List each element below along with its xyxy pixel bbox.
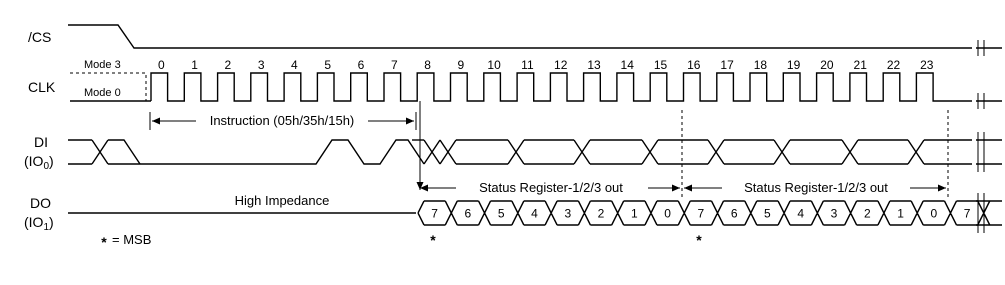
- cs-waveform: [68, 24, 972, 49]
- mode3-label: Mode 3: [84, 59, 121, 71]
- do-bit-label: 2: [598, 207, 605, 221]
- do-data-rails: [417, 200, 991, 226]
- msb-marker-1: *: [430, 232, 436, 248]
- clk-cycle-number: 20: [820, 58, 834, 72]
- clk-cycle-number: 21: [854, 58, 868, 72]
- do-bit-label: 5: [498, 207, 505, 221]
- break-marker: [977, 193, 985, 233]
- clk-cycle-number: 7: [391, 58, 398, 72]
- do-bit-label: 3: [831, 207, 838, 221]
- clk-cycle-number: 14: [621, 58, 635, 72]
- clk-mode3-level: [70, 72, 147, 101]
- instruction-label: Instruction (05h/35h/15h): [210, 113, 355, 128]
- clk-cycle-number: 2: [225, 58, 232, 72]
- status-out-label-1: Status Register-1/2/3 out: [479, 180, 623, 195]
- do-bit-label: 0: [664, 207, 671, 221]
- clk-waveform: [150, 72, 972, 102]
- do-bit-label: 3: [564, 207, 571, 221]
- do-bit-label: 6: [731, 207, 738, 221]
- di-dont-care-crossing: [841, 139, 859, 165]
- mode0-label: Mode 0: [84, 87, 121, 99]
- do-bit-label: 2: [864, 207, 871, 221]
- di-instruction-bits: [108, 139, 425, 165]
- di-dont-care-crossing: [641, 139, 659, 165]
- clk-cycle-number: 18: [754, 58, 768, 72]
- do-bit-label: 1: [631, 207, 638, 221]
- di-dont-care-crossing: [423, 139, 441, 165]
- clk-label: CLK: [28, 79, 56, 95]
- clk-pulse-train: [150, 72, 972, 102]
- clk-cycle-number: 8: [424, 58, 431, 72]
- do-bit-label: 4: [797, 207, 804, 221]
- clk-cycle-number: 15: [654, 58, 668, 72]
- do-label: DO: [30, 195, 51, 211]
- di-dont-care-crossing: [707, 139, 725, 165]
- do-bit-label: 1: [897, 207, 904, 221]
- status-out-span-2: Status Register-1/2/3 out: [684, 110, 949, 200]
- do-bit-label: 7: [698, 207, 705, 221]
- clk-cycle-number: 10: [487, 58, 501, 72]
- clk-cycle-number: 19: [787, 58, 801, 72]
- di-io-label: (IO0): [24, 153, 54, 172]
- di-dont-care-crossing: [439, 139, 457, 165]
- do-io-label: (IO1): [24, 214, 54, 233]
- di-waveform: [68, 139, 972, 165]
- high-impedance-label: High Impedance: [235, 193, 330, 208]
- status-out-label-2: Status Register-1/2/3 out: [744, 180, 888, 195]
- instruction-span: Instruction (05h/35h/15h): [149, 112, 417, 130]
- do-bit-label: 7: [431, 207, 438, 221]
- clk-cycle-number: 9: [457, 58, 464, 72]
- di-dont-care-crossing: [773, 139, 791, 165]
- clk-cycle-number: 4: [291, 58, 298, 72]
- clk-cycle-number: 12: [554, 58, 568, 72]
- break-marker: [977, 40, 985, 56]
- clk-cycle-number: 1: [191, 58, 198, 72]
- msb-legend-star: *: [101, 234, 107, 250]
- msb-marker-2: *: [696, 232, 702, 248]
- do-bit-label: 7: [964, 207, 971, 221]
- clk-cycle-number: 0: [158, 58, 165, 72]
- clk-cycle-number: 6: [358, 58, 365, 72]
- do-bit-label: 4: [531, 207, 538, 221]
- clk-cycle-number: 22: [887, 58, 901, 72]
- break-marks: [976, 40, 1002, 233]
- clk-cycle-number: 3: [258, 58, 265, 72]
- clk-cycle-number: 23: [920, 58, 934, 72]
- di-label: DI: [34, 134, 48, 150]
- cs-label: /CS: [28, 29, 51, 45]
- clk-cycle-number: 16: [687, 58, 701, 72]
- di-dont-care-crossing: [907, 139, 925, 165]
- do-bit-label: 6: [465, 207, 472, 221]
- di-dont-care-start: [68, 139, 141, 165]
- msb-legend: = MSB: [112, 232, 151, 247]
- di-dont-care-rails: [456, 139, 972, 165]
- clk-cycle-number: 11: [521, 58, 534, 72]
- clk-cycle-number: 17: [720, 58, 734, 72]
- do-bit-label: 0: [930, 207, 937, 221]
- do-waveform: 7 6 5 4 3 2 1 0 7 6 5 4 3 2 1 0 7: [417, 200, 991, 226]
- di-dont-care-crossing: [507, 139, 525, 165]
- di-dont-care-crossing: [573, 139, 591, 165]
- break-marker: [977, 132, 985, 172]
- clk-cycle-number: 5: [324, 58, 331, 72]
- status-out-span-1: Status Register-1/2/3 out: [420, 110, 683, 200]
- clk-cycle-number: 13: [587, 58, 601, 72]
- break-marker: [977, 93, 985, 109]
- do-bit-label: 5: [764, 207, 771, 221]
